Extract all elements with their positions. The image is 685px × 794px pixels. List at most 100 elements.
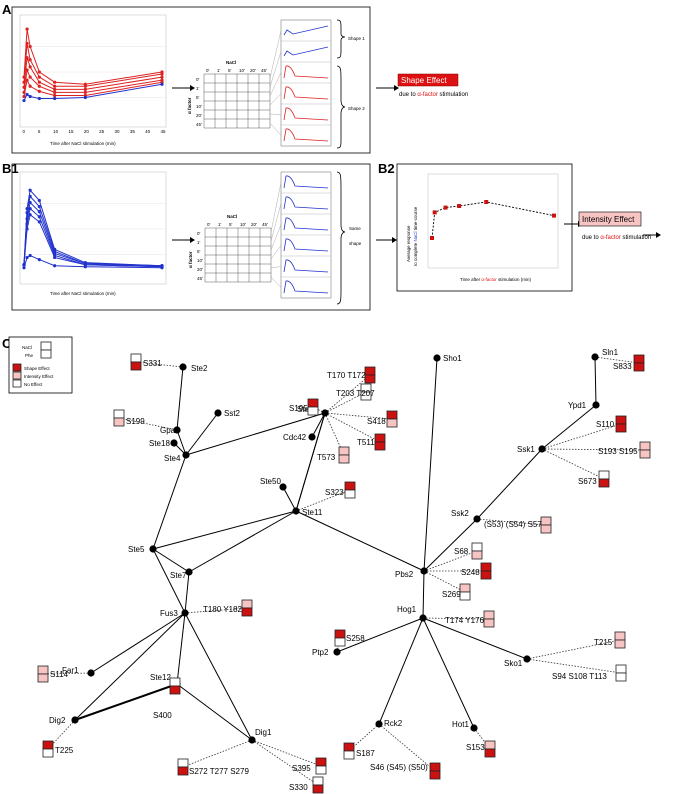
data-point — [37, 84, 41, 88]
site-link — [135, 361, 184, 368]
site-label: T215 — [594, 638, 613, 647]
site-link — [324, 374, 371, 414]
site-nacl-square — [615, 415, 627, 425]
panel-a-arrow-2-head — [394, 85, 399, 91]
mini-timecourse — [283, 196, 329, 210]
site-nacl-square — [483, 610, 495, 620]
mini-timecourse — [283, 107, 329, 121]
site-phe-square — [459, 591, 471, 601]
intensity-effect-text: Intensity Effect — [582, 215, 635, 224]
site-label: S323 — [325, 488, 344, 497]
site-phe-square — [315, 765, 327, 775]
node-label-far1: Far1 — [62, 666, 79, 675]
node-label-ssk1: Ssk1 — [517, 445, 535, 454]
site-link — [526, 639, 621, 660]
site-phe-square — [429, 770, 441, 780]
site-nacl-square — [241, 599, 253, 609]
grid-row-label: 20' — [197, 267, 203, 272]
same-shape-brace — [336, 171, 346, 305]
node-label-ste7: Ste7 — [170, 571, 187, 580]
mini-timecourse — [283, 46, 329, 57]
node-label-gpa1: Gpa1 — [160, 426, 180, 435]
data-point — [53, 264, 57, 268]
data-point — [53, 84, 57, 88]
site-phe-square — [338, 454, 350, 464]
network-edge — [152, 548, 190, 573]
site-nacl-square — [598, 470, 610, 480]
node-dig2 — [71, 716, 79, 724]
network-edge — [423, 357, 438, 572]
average-response-point — [552, 213, 556, 218]
mini-timecourse — [283, 238, 329, 252]
legend-shape-swatch — [12, 363, 22, 372]
panel-b1-timecourse-thumbnails — [270, 171, 332, 299]
node-label-dig2: Dig2 — [49, 716, 66, 725]
site-phe-square — [484, 748, 496, 758]
panel-a-plot-area — [19, 14, 167, 128]
node-label-ste50: Ste50 — [260, 477, 281, 486]
grid-column-label: 0' — [206, 68, 210, 73]
thumbnail-connector — [270, 276, 282, 288]
network-edge — [176, 683, 253, 741]
data-point — [53, 87, 57, 91]
site-label: S195 — [289, 404, 308, 413]
grid-row-label: 45' — [196, 122, 202, 127]
x-tick-label: 5 — [38, 129, 41, 134]
legend-none-label: No Effect — [24, 382, 43, 387]
site-nacl-square — [484, 740, 496, 750]
site-phe-square — [483, 618, 495, 628]
node-label-cdc42: Cdc42 — [283, 433, 307, 442]
data-point — [37, 215, 41, 219]
data-point — [37, 70, 41, 74]
node-sko1 — [523, 655, 531, 663]
series-line-0 — [23, 29, 163, 85]
site-phe-square — [37, 673, 49, 683]
grid-column-header: NaCl — [226, 60, 236, 65]
data-point — [160, 266, 164, 270]
legend-nacl: NaCl — [22, 345, 32, 350]
data-point — [28, 207, 32, 211]
average-response-point — [443, 205, 448, 210]
data-point — [22, 94, 26, 99]
node-label-ste5: Ste5 — [128, 545, 145, 554]
mini-timecourse — [283, 86, 329, 100]
grid-column-header: NaCl — [227, 214, 237, 219]
data-point — [37, 75, 41, 79]
data-point — [28, 194, 32, 198]
site-label: T511 — [357, 438, 375, 447]
grid-row-label: 10' — [197, 258, 203, 263]
data-point — [53, 255, 57, 260]
site-nacl-square — [480, 562, 492, 572]
panel-b2-due-text: due to α-factor stimulation — [582, 235, 651, 241]
site-label: S400 — [153, 711, 172, 720]
node-ste18 — [170, 439, 178, 447]
site-link — [324, 412, 393, 420]
shape2-label: Shape 2 — [348, 106, 365, 111]
data-point — [28, 58, 32, 62]
network-edge — [423, 518, 478, 572]
x-tick-label: 25 — [99, 129, 105, 134]
node-ste5 — [149, 545, 157, 553]
site-label: T225 — [55, 746, 74, 755]
site-label: S673 — [578, 477, 597, 486]
grid-column-label: 20' — [251, 222, 257, 227]
node-label-ste11: Ste11 — [302, 508, 323, 517]
site-label: T180 Y182 — [203, 605, 243, 614]
data-point — [37, 204, 41, 209]
site-phe-square — [241, 607, 253, 617]
data-point — [25, 68, 29, 72]
legend-none-swatch — [12, 379, 22, 388]
node-ptp2 — [333, 648, 341, 656]
thumbnail-connector — [270, 203, 282, 242]
site-nacl-square — [177, 758, 189, 768]
node-label-pbs2: Pbs2 — [395, 570, 414, 579]
panel-a-due-text: due to α-factor stimulation — [399, 92, 468, 98]
network-edge — [295, 412, 326, 512]
panel-b2-plot-area — [427, 173, 559, 269]
x-tick-label: 0 — [23, 129, 26, 134]
data-point — [37, 258, 41, 262]
site-link — [118, 417, 178, 431]
